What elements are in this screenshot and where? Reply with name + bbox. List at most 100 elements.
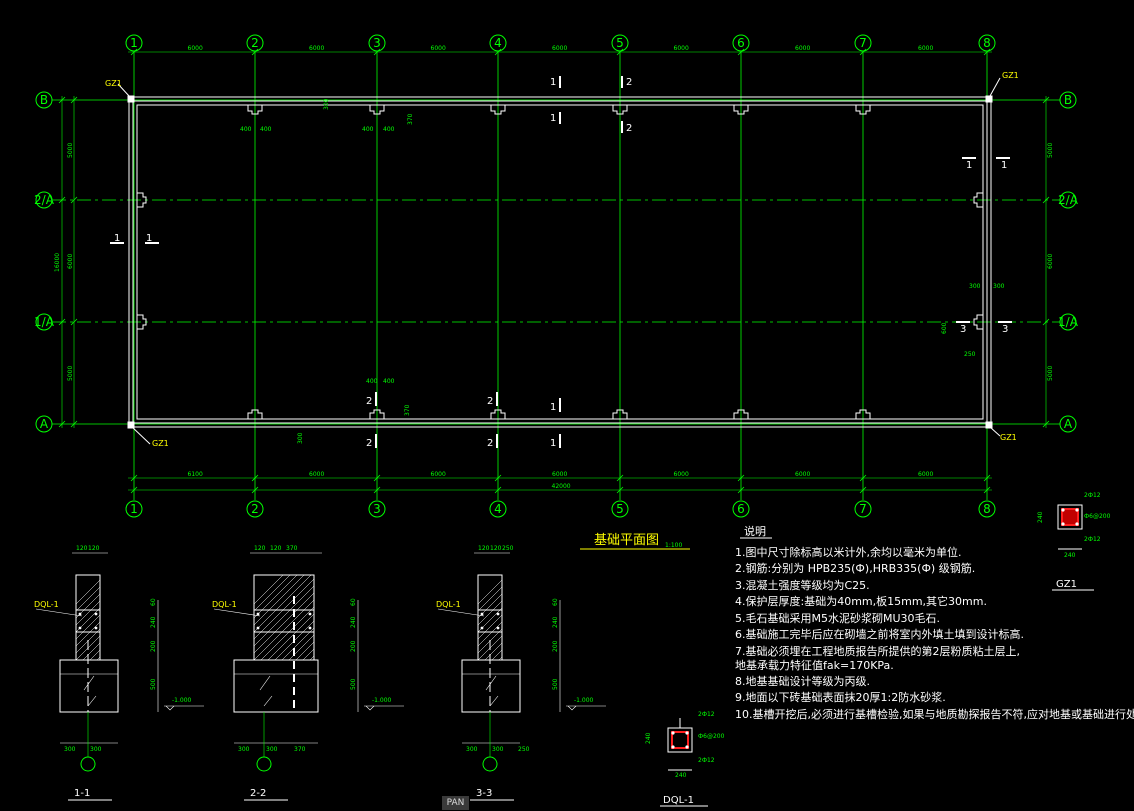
- axis-label: 5: [616, 36, 624, 50]
- axis-bubble: 8: [978, 500, 996, 518]
- dimension-label: 370: [294, 746, 306, 753]
- dimension-tick: [58, 96, 66, 104]
- pilaster: [369, 409, 385, 419]
- dimension-label: 240: [350, 616, 357, 628]
- svg-text:2Ф12: 2Ф12: [698, 757, 715, 764]
- dimension-label: 6000: [309, 471, 324, 478]
- notes-heading: 说明: [744, 524, 766, 538]
- axis-bubble: [482, 756, 498, 772]
- pilaster: [490, 105, 506, 115]
- axis-bubble: 8: [978, 34, 996, 52]
- note-item: 5.毛石基础采用M5水泥砂浆砌MU30毛石.: [735, 611, 940, 625]
- axis-bubble: 5: [611, 34, 629, 52]
- pilaster: [733, 409, 749, 419]
- svg-text:2Ф12: 2Ф12: [1084, 492, 1101, 499]
- pilaster: [855, 409, 871, 419]
- dimension-label: 6000: [309, 45, 324, 52]
- dimension-label: 6000: [431, 45, 446, 52]
- dimension-tick: [1042, 196, 1050, 204]
- axis-bubble: 1: [125, 34, 143, 52]
- axis-label: 8: [983, 502, 991, 516]
- pilaster: [612, 409, 628, 419]
- axis-label: 8: [983, 36, 991, 50]
- dimension-label: 5000: [67, 366, 74, 381]
- section-title: 1-1: [74, 788, 90, 799]
- elevation-mark: [566, 705, 606, 711]
- axis-label: 1: [130, 36, 138, 50]
- dimension-tick: [58, 420, 66, 428]
- beam-tag: DQL-1: [436, 600, 461, 609]
- svg-text:Ф6@200: Ф6@200: [1084, 513, 1111, 520]
- axis-bubble: 1: [125, 500, 143, 518]
- foundation-outline: [128, 96, 992, 428]
- ring-beam: [75, 609, 101, 633]
- axis-label: 6: [737, 36, 745, 50]
- dimension-label: 120: [478, 545, 490, 552]
- dimension-label: 6000: [431, 471, 446, 478]
- axis-grid: [52, 52, 1060, 500]
- dimension-label: 500: [150, 678, 157, 690]
- axis-bubble: [80, 756, 96, 772]
- dimension-tick: [859, 474, 867, 482]
- svg-text:3: 3: [960, 324, 966, 335]
- dimension-tick: [983, 48, 991, 56]
- dimension-tick: [373, 48, 381, 56]
- dql-1-detail: 2Ф12 Ф6@200 2Ф12 240 240 DQL-1: [645, 711, 725, 807]
- svg-text:300: 300: [323, 98, 330, 110]
- corner-column: [127, 421, 135, 429]
- dimension-tick: [58, 318, 66, 326]
- svg-text:400: 400: [240, 126, 252, 133]
- dimension-label: 240: [552, 616, 559, 628]
- dimension-label: 120: [490, 545, 502, 552]
- pilaster: [137, 192, 147, 208]
- axis-bubble: 3: [368, 34, 386, 52]
- axis-label: 4: [494, 502, 502, 516]
- dimension-tick: [616, 474, 624, 482]
- dimension-label: 5000: [1047, 143, 1054, 158]
- dimension-tick: [70, 420, 78, 428]
- svg-text:2: 2: [487, 438, 493, 449]
- note-item: 6.基础施工完毕后应在砌墙之前将室内外填土填到设计标高.: [735, 627, 1024, 641]
- pilaster: [733, 105, 749, 115]
- gz1-tag: GZ1: [152, 439, 169, 448]
- beam-tag: DQL-1: [34, 600, 59, 609]
- dimension-label: 240: [150, 616, 157, 628]
- axis-label: A: [40, 417, 49, 431]
- gz1-tag: GZ1: [1002, 71, 1019, 80]
- svg-text:300: 300: [993, 283, 1005, 290]
- dimension-label: 300: [238, 746, 250, 753]
- dimension-tick: [983, 486, 991, 494]
- dimension-tick: [251, 48, 259, 56]
- note-item: 8.地基基础设计等级为丙级.: [735, 674, 870, 688]
- svg-text:400: 400: [366, 378, 378, 385]
- svg-text:1: 1: [550, 402, 556, 413]
- axis-bubble: 7: [854, 34, 872, 52]
- axis-bubble: 1/A: [1058, 313, 1079, 331]
- svg-text:600: 600: [941, 322, 948, 334]
- svg-text:400: 400: [383, 126, 395, 133]
- dimension-label: 6000: [674, 471, 689, 478]
- dimension-tick: [616, 48, 624, 56]
- svg-text:1: 1: [550, 438, 556, 449]
- svg-text:370: 370: [407, 113, 414, 125]
- elevation-label: -1.000: [172, 697, 192, 704]
- dimension-tick: [494, 486, 502, 494]
- dimension-label: 200: [150, 640, 157, 652]
- pan-mode-indicator[interactable]: PAN: [442, 796, 469, 810]
- dimension-label: 60: [150, 598, 157, 606]
- axis-label: 4: [494, 36, 502, 50]
- plan-title: 基础平面图 1:100: [580, 533, 690, 550]
- dimension-tick: [251, 486, 259, 494]
- dimension-label: 60: [552, 598, 559, 606]
- dimension-tick: [58, 196, 66, 204]
- dimension-tick: [1042, 420, 1050, 428]
- note-item: 1.图中尺寸除标高以米计外,余均以毫米为单位.: [735, 545, 962, 559]
- axis-bubble: A: [1059, 415, 1077, 433]
- dimension-label: 300: [64, 746, 76, 753]
- dimension-label: 300: [266, 746, 278, 753]
- corner-column: [985, 421, 993, 429]
- axis-label: 1: [130, 502, 138, 516]
